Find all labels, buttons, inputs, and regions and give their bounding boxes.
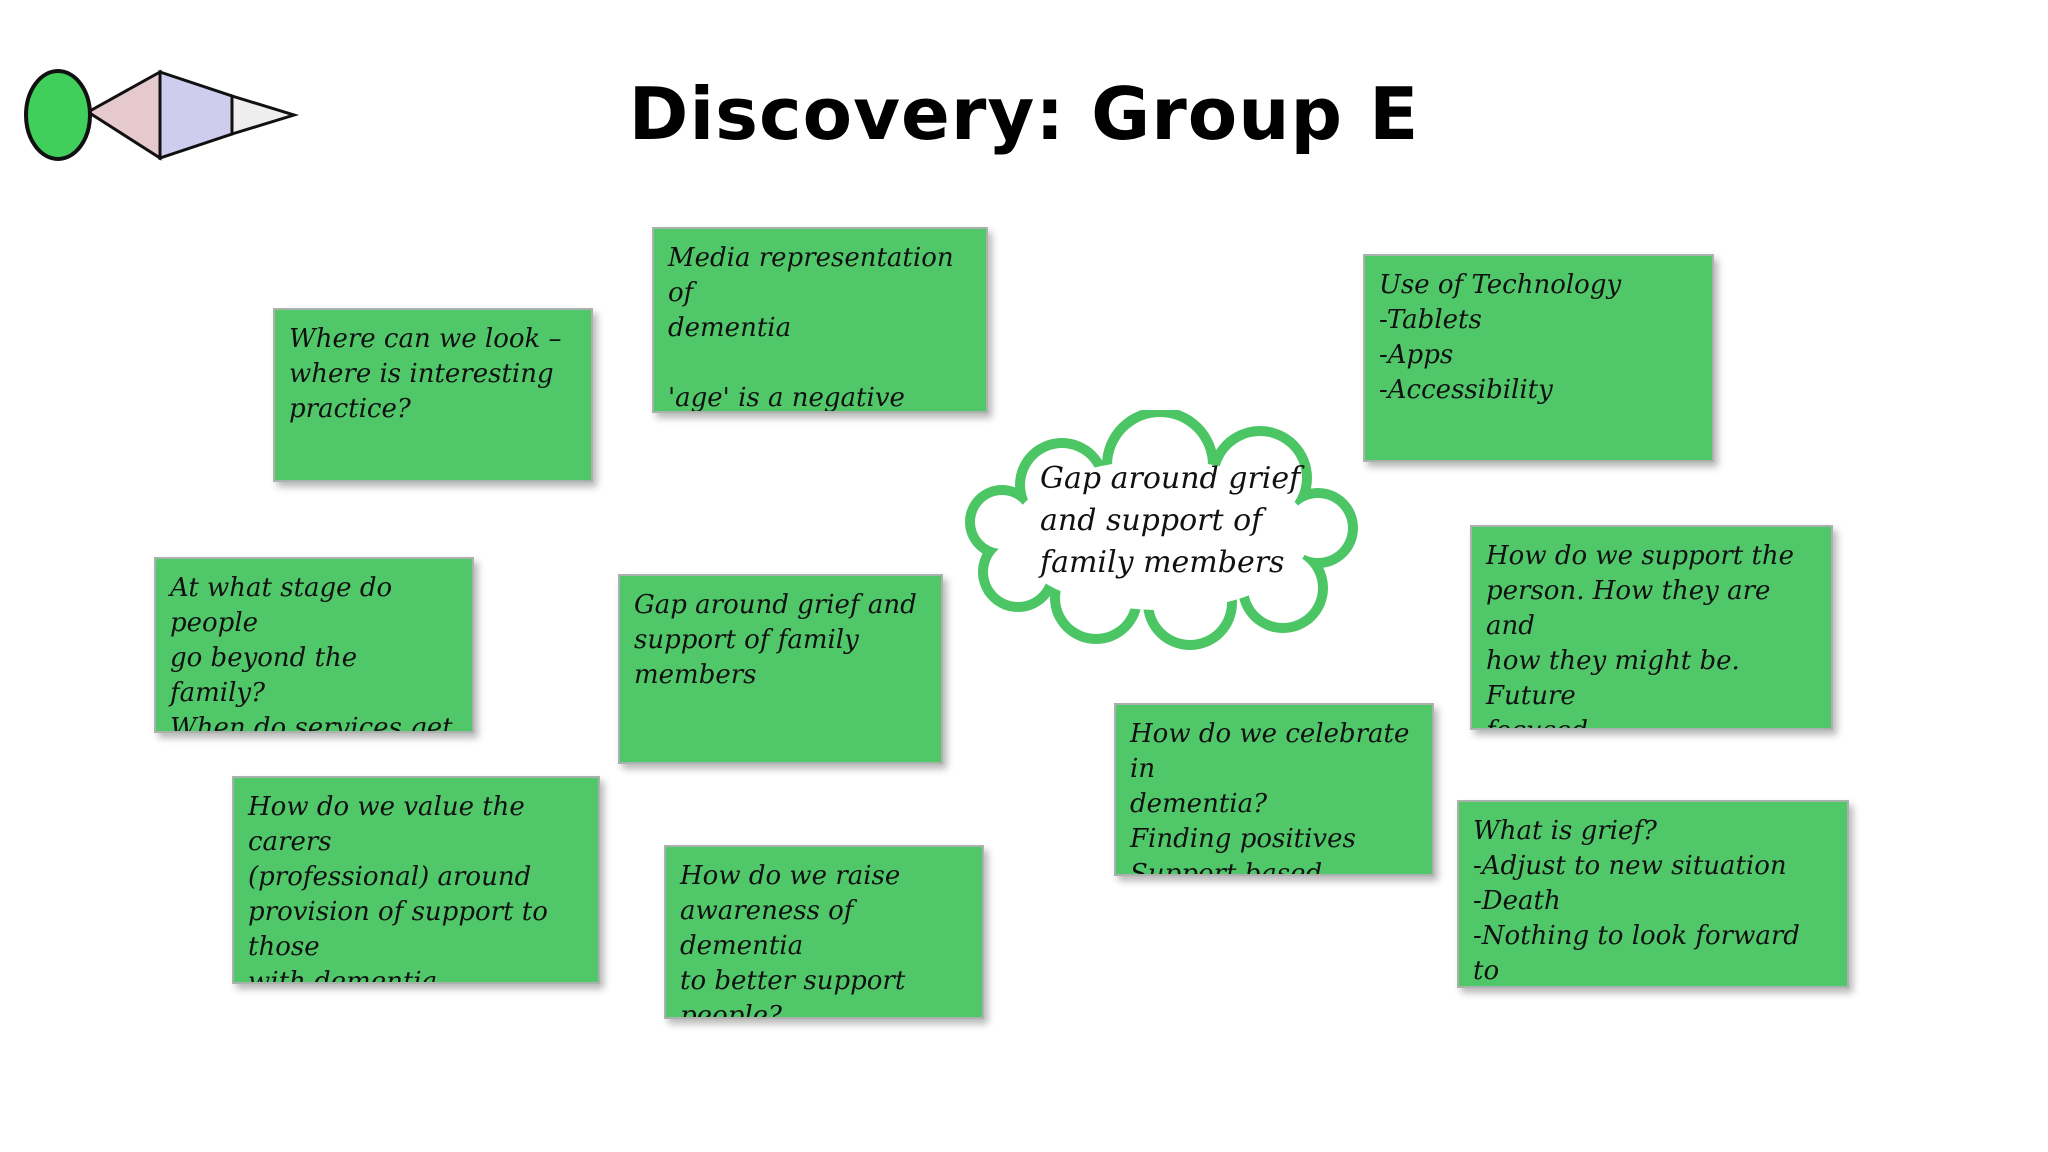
sticky-note-celebrate: How do we celebrate in dementia? Finding… (1114, 703, 1434, 876)
sticky-note-where: Where can we look – where is interesting… (273, 308, 593, 482)
cloud-shape (965, 410, 1358, 650)
sticky-note-gap: Gap around grief and support of family m… (618, 574, 943, 764)
sticky-note-media: Media representation of dementia 'age' i… (652, 227, 988, 413)
sticky-note-awareness: How do we raise awareness of dementia to… (664, 845, 984, 1019)
sticky-note-carers: How do we value the carers (professional… (232, 776, 600, 984)
cloud-label: Gap around grief and support of family m… (1040, 461, 1301, 580)
page-title: Discovery: Group E (628, 72, 1420, 156)
sticky-note-technology: Use of Technology -Tablets -Apps -Access… (1363, 254, 1714, 462)
fish-arrow-logo-icon (24, 69, 300, 161)
sticky-note-stage: At what stage do people go beyond the fa… (154, 557, 474, 733)
sticky-note-support-person: How do we support the person. How they a… (1470, 525, 1833, 730)
sticky-note-grief: What is grief? -Adjust to new situation … (1457, 800, 1849, 988)
